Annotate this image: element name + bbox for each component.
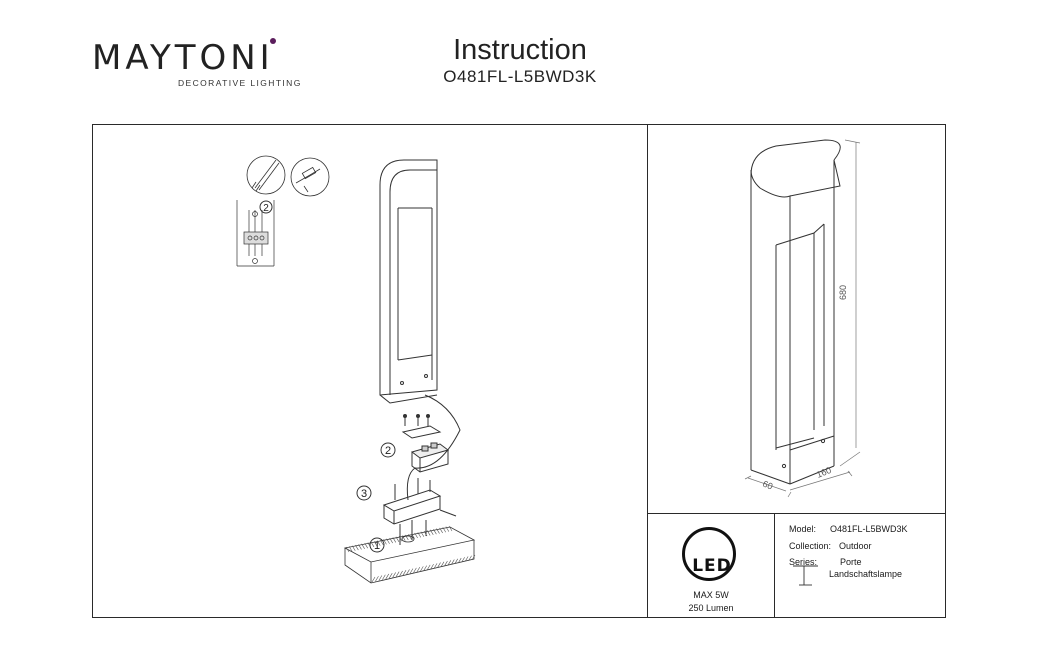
dim-depth: 60: [761, 479, 774, 492]
spec-model-label: Model:: [789, 524, 817, 534]
spec-series-desc: Landschaftslampe: [829, 569, 903, 579]
led-badge-text: LED: [692, 556, 732, 576]
step-1-label: 1: [374, 540, 380, 552]
led-lumen: 250 Lumen: [688, 603, 734, 613]
dimension-lines: [744, 139, 861, 498]
junction-box: [401, 425, 450, 473]
step-3-label: 3: [361, 488, 367, 500]
lamp-dimension-view: [750, 139, 841, 485]
inset-step-number: 2: [263, 203, 269, 214]
logo-accent-dot: [270, 38, 276, 44]
model-code: O481FL-L5BWD3K: [443, 67, 597, 86]
frame-divider-horizontal: [647, 513, 946, 514]
spec-model-value: O481FL-L5BWD3K: [830, 524, 908, 534]
power-cable: [406, 394, 461, 501]
brand-tagline: DECORATIVE LIGHTING: [178, 78, 302, 88]
drawing-frame: [92, 124, 946, 618]
brand-name: MAYTONI: [92, 38, 274, 78]
inset-step-marker: [259, 200, 273, 214]
screwdriver-icon: [246, 155, 286, 195]
spec-collection-label: Collection:: [789, 541, 832, 551]
mounting-bracket: [382, 478, 457, 545]
info-divider: [774, 513, 775, 618]
led-badge-icon: LED: [682, 527, 736, 581]
step-markers: [356, 442, 396, 553]
ground-hatching: [345, 525, 476, 583]
step-2-label: 2: [385, 445, 391, 457]
led-max-power: MAX 5W: [693, 590, 729, 600]
lamp-assembly: [379, 159, 438, 404]
spec-collection-value: Outdoor: [839, 541, 872, 551]
brand-logo: MAYTONI DECORATIVE LIGHTING: [92, 38, 302, 88]
ground-foundation: [343, 526, 476, 584]
wire-stripper-icon: [290, 157, 330, 197]
led-panel: LED MAX 5W 250 Lumen: [648, 514, 774, 618]
lamp-glyph-icon: [793, 565, 818, 586]
frame-divider-vertical: [647, 124, 648, 618]
page-title: Instruction: [453, 34, 587, 66]
dim-height: 680: [838, 285, 848, 300]
screws-top: [403, 414, 430, 426]
spec-series-value: Porte: [840, 557, 862, 567]
terminal-block-inset: [236, 200, 275, 267]
spec-series-label: Series:: [789, 557, 818, 567]
